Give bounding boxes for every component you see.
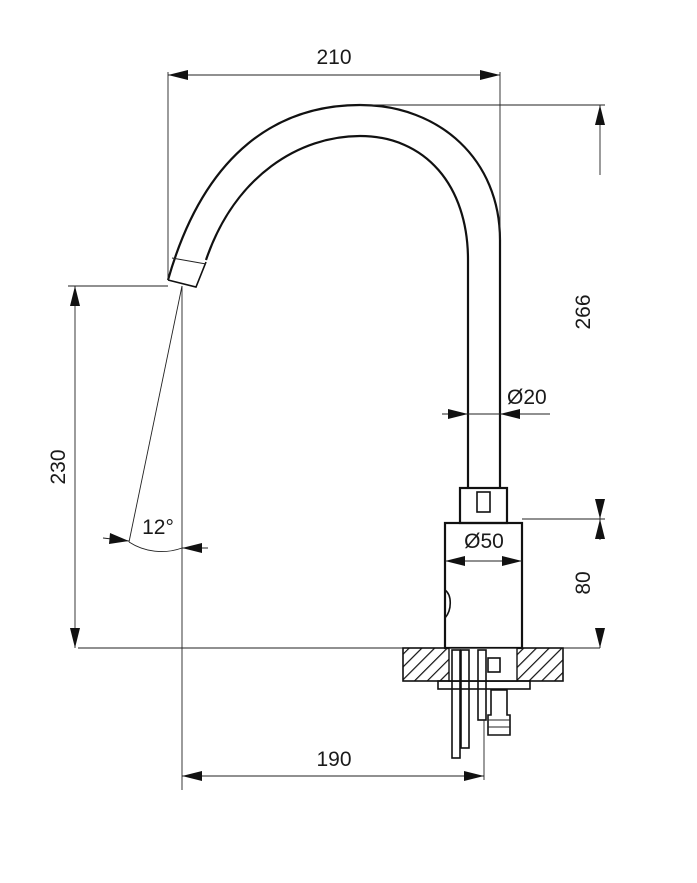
dimension-210-label: 210 <box>316 46 351 69</box>
dimension-width-top: 210 <box>167 46 501 280</box>
dimension-d50-label: Ø50 <box>464 530 504 553</box>
dimension-spout-height: 230 <box>47 285 168 648</box>
countertop-section <box>78 647 600 759</box>
dimension-reach: 190 <box>182 720 485 781</box>
dimension-pipe-diameter: Ø20 <box>442 386 550 419</box>
dimension-angle-label: 12° <box>142 516 174 539</box>
faucet-outline <box>166 103 524 650</box>
dimension-266-label: 266 <box>572 294 595 329</box>
dimension-230-label: 230 <box>47 449 70 484</box>
dimension-angle: 12° <box>102 285 208 790</box>
dimension-80-label: 80 <box>572 571 595 594</box>
dimension-height-total: 266 <box>360 104 605 648</box>
dimension-d20-label: Ø20 <box>507 386 547 409</box>
dimension-body-height: 80 <box>522 499 605 595</box>
dimension-body-diameter: Ø50 <box>445 530 522 566</box>
dimension-190-label: 190 <box>316 748 351 771</box>
